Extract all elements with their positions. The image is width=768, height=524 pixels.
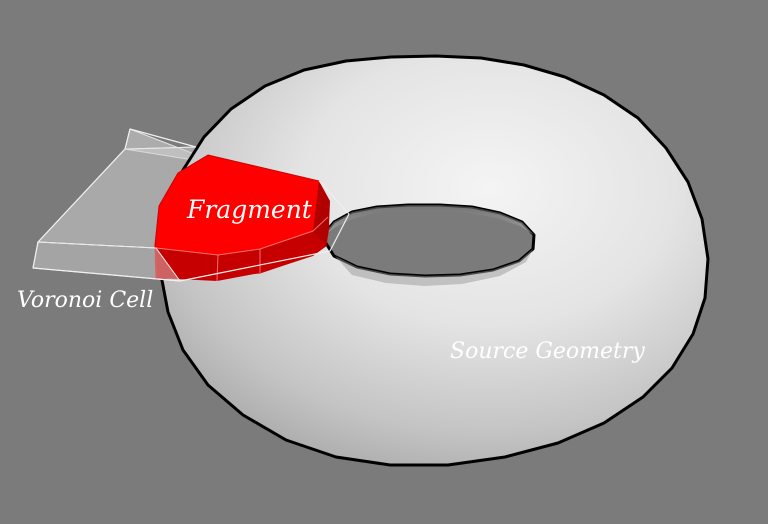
voronoi-cell-front [32,128,350,282]
voronoi-cell-label: Voronoi Cell [17,288,154,313]
fragment-label: Fragment [187,195,312,224]
torus-hole-inner-wall [322,205,534,237]
fragment-right-face [313,181,330,246]
source-geometry-label: Source Geometry [450,339,645,364]
fragment-solid [154,154,330,282]
source-geometry-torus [158,54,710,467]
torus-inner-shadow [335,249,533,286]
fragment-side-face [156,217,328,281]
